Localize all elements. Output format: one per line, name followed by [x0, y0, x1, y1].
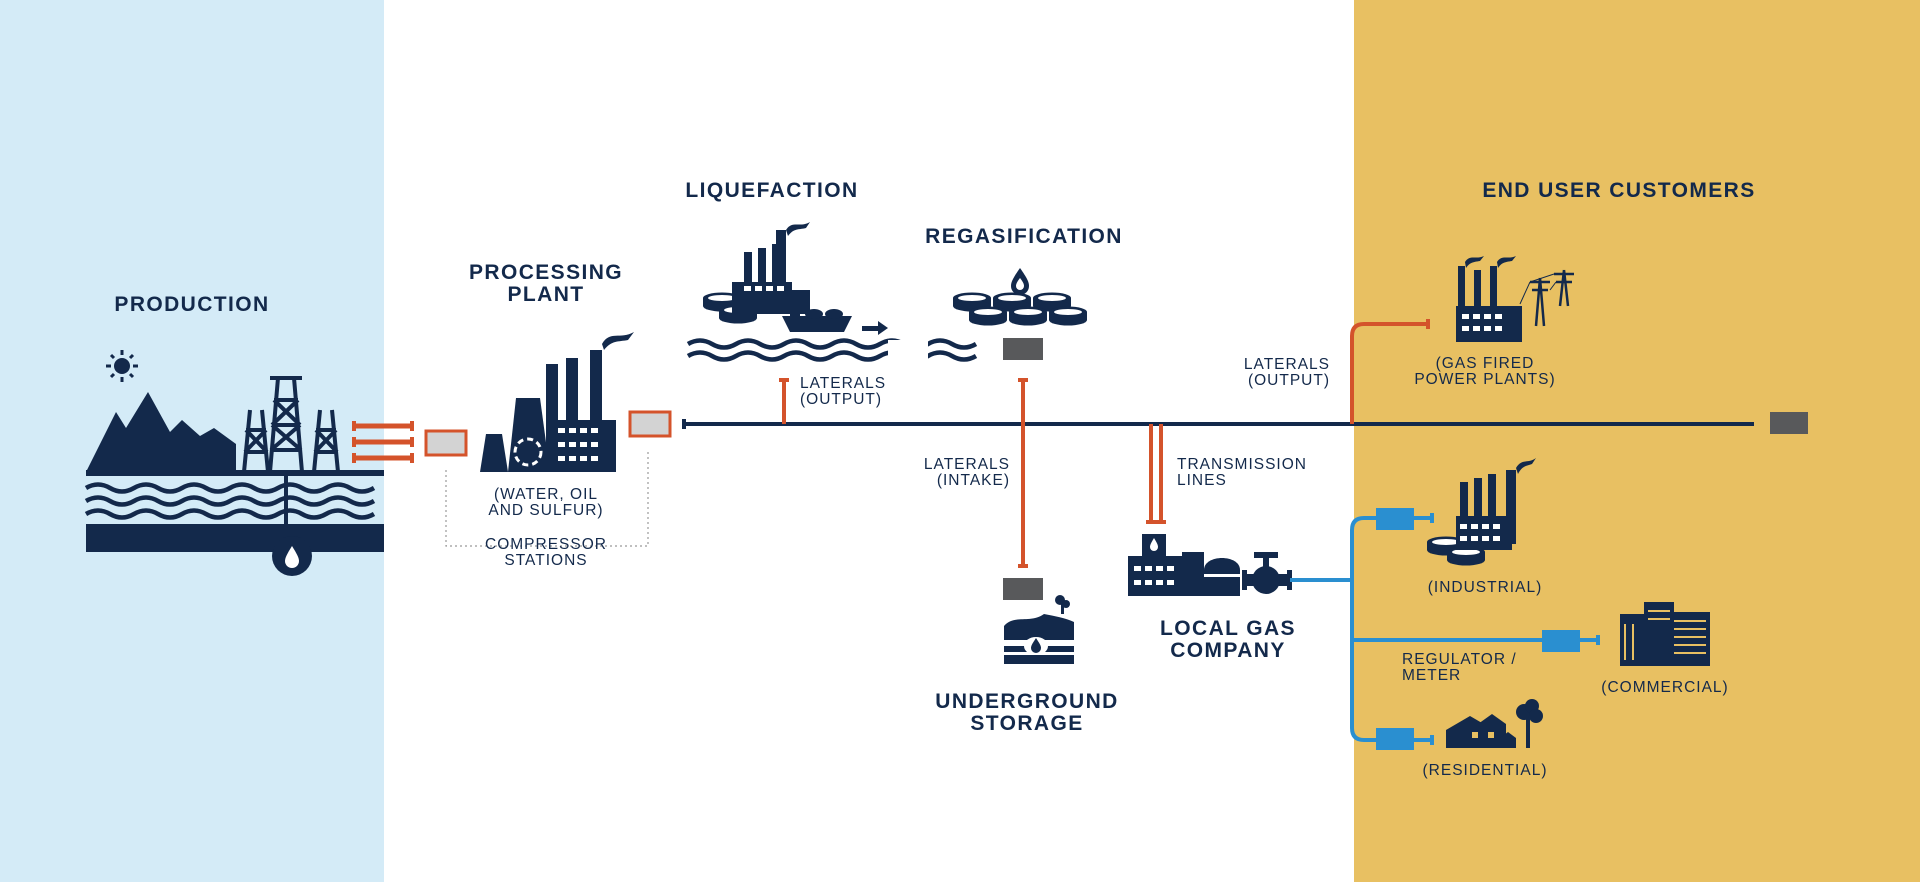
- processing-detail-label: (WATER, OIL AND SULFUR): [488, 486, 604, 520]
- end-user-customers-label: END USER CUSTOMERS: [1482, 179, 1756, 202]
- liquefaction-factory-icon: [703, 222, 810, 324]
- transmission-lines-pipes: [1149, 424, 1163, 522]
- laterals-output-label-2: LATERALS (OUTPUT): [1243, 356, 1330, 390]
- transmission-lines-label: TRANSMISSION LINES: [1177, 456, 1307, 490]
- liquefaction-label: LIQUEFACTION: [685, 179, 859, 202]
- power-plant-icon: [1456, 256, 1522, 342]
- local-gas-company-icon: [1128, 534, 1240, 596]
- mountains-icon: [86, 392, 236, 472]
- regulator-meter-label: REGULATOR / METER: [1402, 651, 1517, 685]
- sea-band: [86, 470, 384, 476]
- gas-fired-power-plants-label: (GAS FIRED POWER PLANTS): [1414, 355, 1556, 389]
- production-outlet-pipes: [354, 423, 412, 461]
- storage-meter-block: [1003, 578, 1043, 600]
- gas-drop-icon: [272, 536, 312, 576]
- ground-layer: [86, 524, 384, 552]
- power-pylon-icon: [1519, 269, 1574, 327]
- regasification-label: REGASIFICATION: [925, 225, 1123, 248]
- laterals-output-label-1: LATERALS (OUTPUT): [800, 375, 887, 409]
- lateral-output-pipe-2: [1350, 322, 1428, 424]
- underground-storage-icon: [1004, 595, 1074, 664]
- sun-icon: [106, 350, 138, 382]
- local-gas-company-label: LOCAL GAS COMPANY: [1160, 617, 1296, 663]
- laterals-intake-label: LATERALS (INTAKE): [923, 456, 1010, 490]
- end-user-panel: [1354, 0, 1920, 882]
- compressor-bracket: [445, 450, 649, 547]
- regulator-meter-commercial: [1542, 630, 1580, 652]
- regulator-meter-residential: [1376, 728, 1414, 750]
- regasification-meter-block: [1003, 338, 1043, 360]
- compressor-station-2: [628, 410, 672, 438]
- processing-plant-icon: [480, 332, 634, 472]
- residential-label: (RESIDENTIAL): [1422, 762, 1548, 779]
- lng-tanker-icon: [782, 304, 888, 335]
- regasification-tanks-icon: [953, 268, 1087, 326]
- compressor-stations-label: COMPRESSOR STATIONS: [485, 536, 607, 570]
- distribution-trunk: [1350, 516, 1544, 742]
- commercial-building-icon: [1620, 602, 1710, 666]
- industrial-factory-icon: [1427, 458, 1536, 566]
- industrial-label: (INDUSTRIAL): [1427, 579, 1543, 596]
- end-cap-block: [1770, 412, 1808, 434]
- tree-icon: [1516, 699, 1543, 748]
- regulator-meter-industrial: [1376, 508, 1414, 530]
- compressor-station-1: [424, 429, 468, 457]
- residential-houses-icon: [1446, 714, 1516, 748]
- liquefaction-waves: [688, 341, 976, 360]
- processing-plant-label: PROCESSING PLANT: [468, 261, 624, 307]
- underground-storage-label: UNDERGROUND STORAGE: [935, 690, 1119, 736]
- commercial-label: (COMMERCIAL): [1601, 679, 1729, 696]
- production-label: PRODUCTION: [114, 293, 270, 316]
- valve-icon: [1242, 552, 1292, 594]
